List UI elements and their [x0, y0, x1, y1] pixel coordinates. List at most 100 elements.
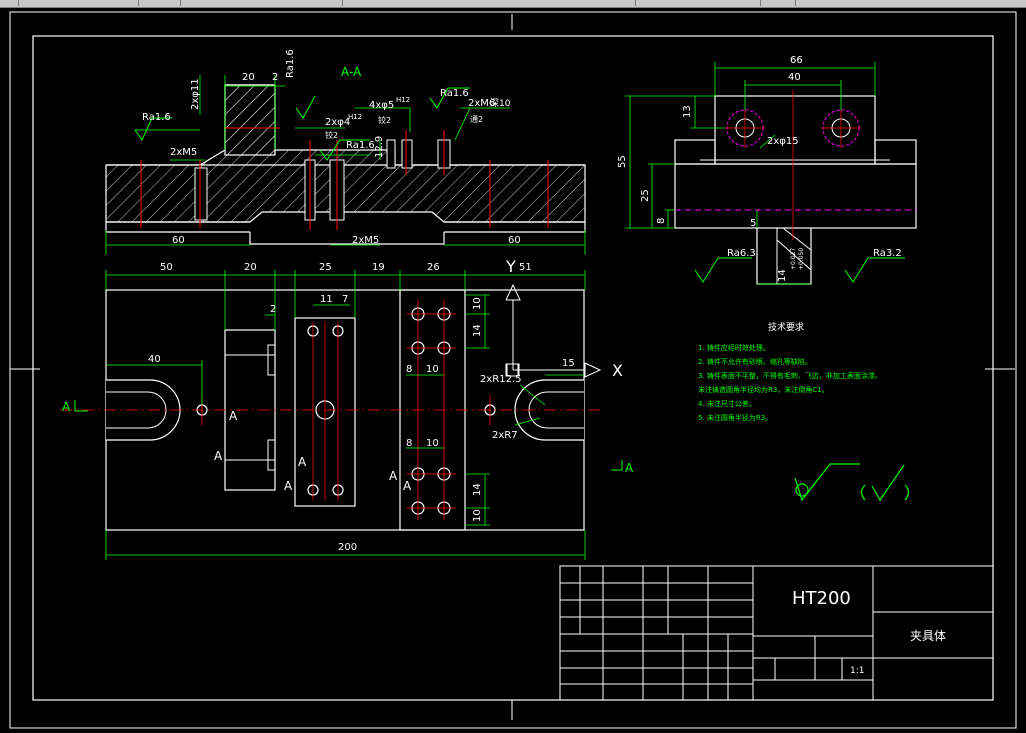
section-mark-left: A — [62, 400, 71, 414]
drawing-geometry — [514, 417, 541, 426]
dimension-text: 40 — [148, 354, 161, 365]
toolbar-segment[interactable] — [18, 0, 139, 6]
dimension-text: 8 — [406, 438, 412, 449]
dimension-text: 2xM6 — [468, 98, 495, 109]
toolbar-segment[interactable] — [0, 0, 19, 6]
section-outline — [105, 164, 586, 245]
dimension-text: 3. 铸件表面不平整，不得有毛刺、飞边，非加工表面涂漆。 — [698, 371, 882, 380]
toolbar-segment[interactable] — [640, 0, 761, 6]
bore-left — [194, 167, 208, 221]
dimension-text: 通2 — [470, 114, 483, 124]
part-name: 夹具体 — [910, 629, 946, 643]
dimension-text: Ra1.6 — [346, 140, 375, 151]
drawing-geometry — [267, 344, 276, 376]
title-block — [559, 565, 994, 701]
dimension-text: Ra6.3 — [727, 248, 756, 259]
general-roughness-symbol — [794, 463, 910, 502]
dimension-text: 2xφ11 — [190, 78, 201, 110]
dimension-text: 26 — [427, 262, 440, 273]
dimension-text: 40 — [788, 72, 801, 83]
dimension-text: 60 — [508, 235, 521, 246]
dimension-text: 2. 铸件不允许有砂眼、缩孔等缺陷。 — [698, 357, 812, 366]
side-view: 66 40 13 55 25 8 5 2xφ15 14 +0.027 +0.05… — [617, 55, 917, 285]
dimension-text: Ra1.6 — [440, 88, 469, 99]
dimension-text: Ra3.2 — [873, 248, 902, 259]
toolbar-segment[interactable] — [345, 0, 636, 6]
drawing-geometry — [844, 257, 905, 283]
cursor-pickbox — [505, 363, 519, 377]
dimension-text: A — [298, 455, 307, 469]
dimension-text: 深10 — [490, 98, 511, 109]
side-top-block — [714, 95, 876, 165]
dimension-text: 未注铸造圆角半径均为R3，未注倒角C1。 — [698, 385, 829, 394]
drawing-geometry — [584, 362, 602, 378]
tech-notes-title: 技术要求 — [768, 321, 804, 333]
scale-label: 1:1 — [850, 666, 864, 676]
axis-x-label: X — [612, 361, 623, 380]
toolbar-segment[interactable] — [765, 0, 796, 6]
drawing-geometry — [725, 90, 861, 240]
dimension-text: 10 — [426, 364, 439, 375]
dimension-text: 12.9 — [374, 136, 385, 158]
dimension-text: 2 — [270, 304, 276, 315]
dimension-text: 20 — [242, 72, 255, 83]
bore-thread1 — [401, 139, 413, 169]
technical-notes: 技术要求 1. 铸件应经时效处理。 2. 铸件不允许有砂眼、缩孔等缺陷。 3. … — [698, 321, 882, 422]
drawing-geometry — [776, 239, 812, 271]
dimension-text: 14 — [777, 269, 788, 282]
plan-holes — [196, 307, 496, 515]
dimension-text: 50 — [160, 262, 173, 273]
drawing-geometry — [454, 107, 471, 141]
dimension-text: 铰2 — [378, 115, 391, 125]
dimension-text: A — [229, 409, 238, 423]
outer-frame — [9, 11, 1017, 729]
side-ledge-right — [874, 139, 917, 165]
toolbar-segment[interactable] — [182, 0, 343, 6]
dimension-text: 5 — [750, 218, 756, 229]
drawing-geometry — [759, 134, 776, 149]
inner-frame — [32, 35, 994, 701]
dimension-text: 15 — [562, 358, 575, 369]
side-dimension-lines — [625, 62, 876, 285]
plan-view: X Y 50 20 25 19 26 51 40 11 7 2 10 14 8 … — [60, 257, 634, 560]
dimension-text: A — [389, 469, 398, 483]
dimension-text: 13 — [682, 105, 693, 118]
dimension-text: 2xφ4 — [325, 117, 350, 128]
drawing-geometry — [871, 464, 905, 502]
axis-y-label: Y — [505, 257, 516, 276]
dimension-text: 14 — [472, 324, 483, 337]
dimension-text: 7 — [342, 294, 348, 305]
drawing-geometry — [904, 484, 910, 501]
drawing-geometry — [794, 463, 860, 502]
cad-drawing-canvas[interactable]: A-A — [0, 8, 1026, 733]
drawing-geometry — [519, 384, 546, 406]
plan-hole-centers — [60, 300, 600, 520]
drawing-geometry — [505, 283, 521, 301]
side-ledge-left — [674, 139, 716, 165]
side-roughness-symbols — [694, 257, 905, 283]
dimension-text: 60 — [172, 235, 185, 246]
dimension-text: 2xM5 — [352, 235, 379, 246]
dimension-text: A — [403, 479, 412, 493]
window-toolbar — [0, 0, 1026, 8]
dimension-text: 14 — [472, 483, 483, 496]
dimension-text: 铰2 — [325, 130, 338, 140]
side-base — [674, 163, 917, 229]
bore-thread3 — [386, 139, 396, 169]
drawing-geometry — [267, 439, 276, 471]
material-label: HT200 — [792, 588, 851, 609]
drawing-geometry — [134, 117, 172, 142]
dimension-text: 200 — [338, 542, 357, 553]
dimension-text: 19 — [372, 262, 385, 273]
dimension-text: A — [284, 479, 293, 493]
dimension-text: 11 — [320, 294, 333, 305]
dimension-text: +0.050 — [798, 248, 805, 270]
dimension-text: 2xR12.5 — [480, 374, 522, 385]
dimension-text: H12 — [396, 96, 410, 104]
dimension-text: 10 — [472, 297, 483, 310]
section-view-a-a: A-A — [105, 49, 586, 255]
toolbar-segment[interactable] — [140, 0, 181, 6]
drawing-geometry — [860, 484, 866, 501]
dimension-text: +0.027 — [790, 248, 797, 270]
drawing-geometry — [319, 139, 370, 161]
